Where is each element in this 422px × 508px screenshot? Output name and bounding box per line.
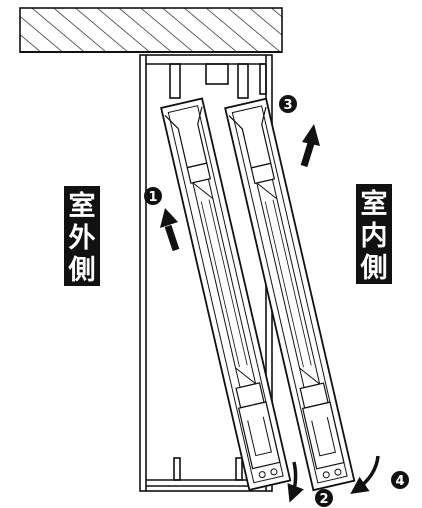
up-arrow-step-1 (160, 208, 180, 252)
svg-text:4: 4 (395, 474, 404, 489)
svg-text:2: 2 (319, 492, 328, 507)
step-marker-3: 3 (279, 95, 297, 113)
svg-text:3: 3 (283, 98, 292, 113)
svg-text:1: 1 (148, 190, 157, 205)
curved-arrow-step-4 (350, 455, 380, 495)
curved-arrow-step-2 (287, 461, 304, 503)
inner-sash (224, 97, 356, 492)
step-marker-2: 2 (315, 489, 333, 507)
step-marker-1: 1 (144, 187, 162, 205)
ceiling-lintel (19, 7, 283, 53)
step-marker-4: 4 (391, 471, 409, 489)
up-arrow-step-3 (300, 124, 320, 168)
outer-sash (160, 97, 292, 491)
